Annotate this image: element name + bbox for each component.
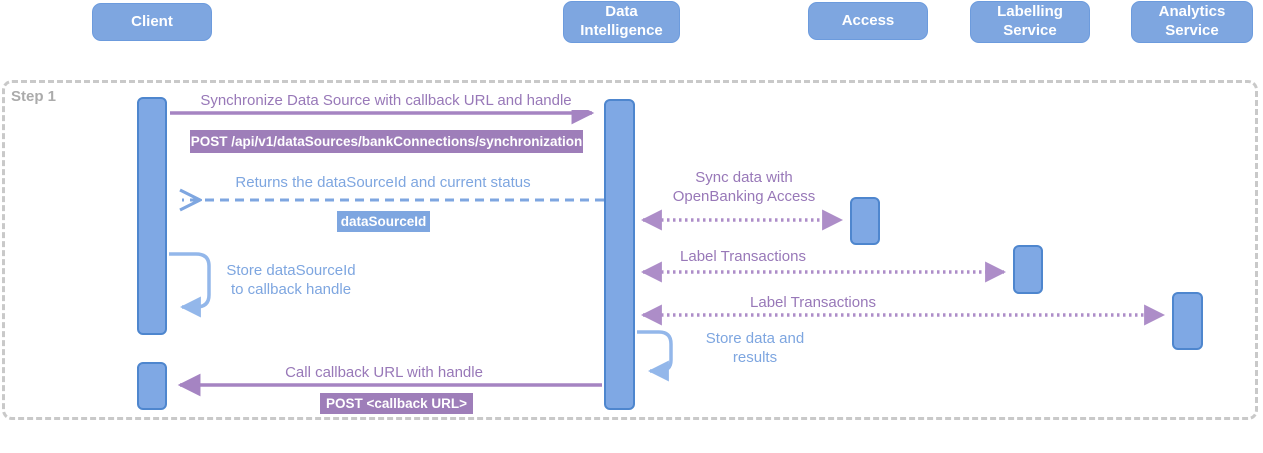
activation-labelling-service — [1013, 245, 1043, 294]
label-returns-status: Returns the dataSourceId and current sta… — [223, 173, 543, 192]
activation-access — [850, 197, 880, 245]
label-store-results: Store data and results — [697, 329, 813, 367]
activation-client-1 — [137, 97, 167, 335]
participant-labelling-service: Labelling Service — [970, 1, 1090, 43]
activation-data-intelligence — [604, 99, 635, 410]
step-frame-label: Step 1 — [11, 88, 57, 105]
label-transactions-1: Label Transactions — [670, 247, 816, 266]
label-transactions-2: Label Transactions — [740, 293, 886, 312]
label-sync-request: Synchronize Data Source with callback UR… — [183, 91, 589, 110]
label-store-datasource: Store dataSourceId to callback handle — [213, 261, 369, 299]
participant-analytics-service: Analytics Service — [1131, 1, 1253, 43]
activation-analytics-service — [1172, 292, 1203, 350]
participant-data-intelligence: Data Intelligence — [563, 1, 680, 43]
label-callback-endpoint: POST <callback URL> — [320, 393, 473, 414]
label-sync-endpoint: POST /api/v1/dataSources/bankConnections… — [190, 130, 583, 153]
step-frame — [2, 80, 1258, 420]
label-sync-openbanking: Sync data with OpenBanking Access — [662, 168, 826, 206]
label-callback: Call callback URL with handle — [270, 363, 498, 382]
participant-client: Client — [92, 3, 212, 41]
activation-client-2 — [137, 362, 167, 410]
participant-access: Access — [808, 2, 928, 40]
label-data-source-id: dataSourceId — [337, 211, 430, 232]
